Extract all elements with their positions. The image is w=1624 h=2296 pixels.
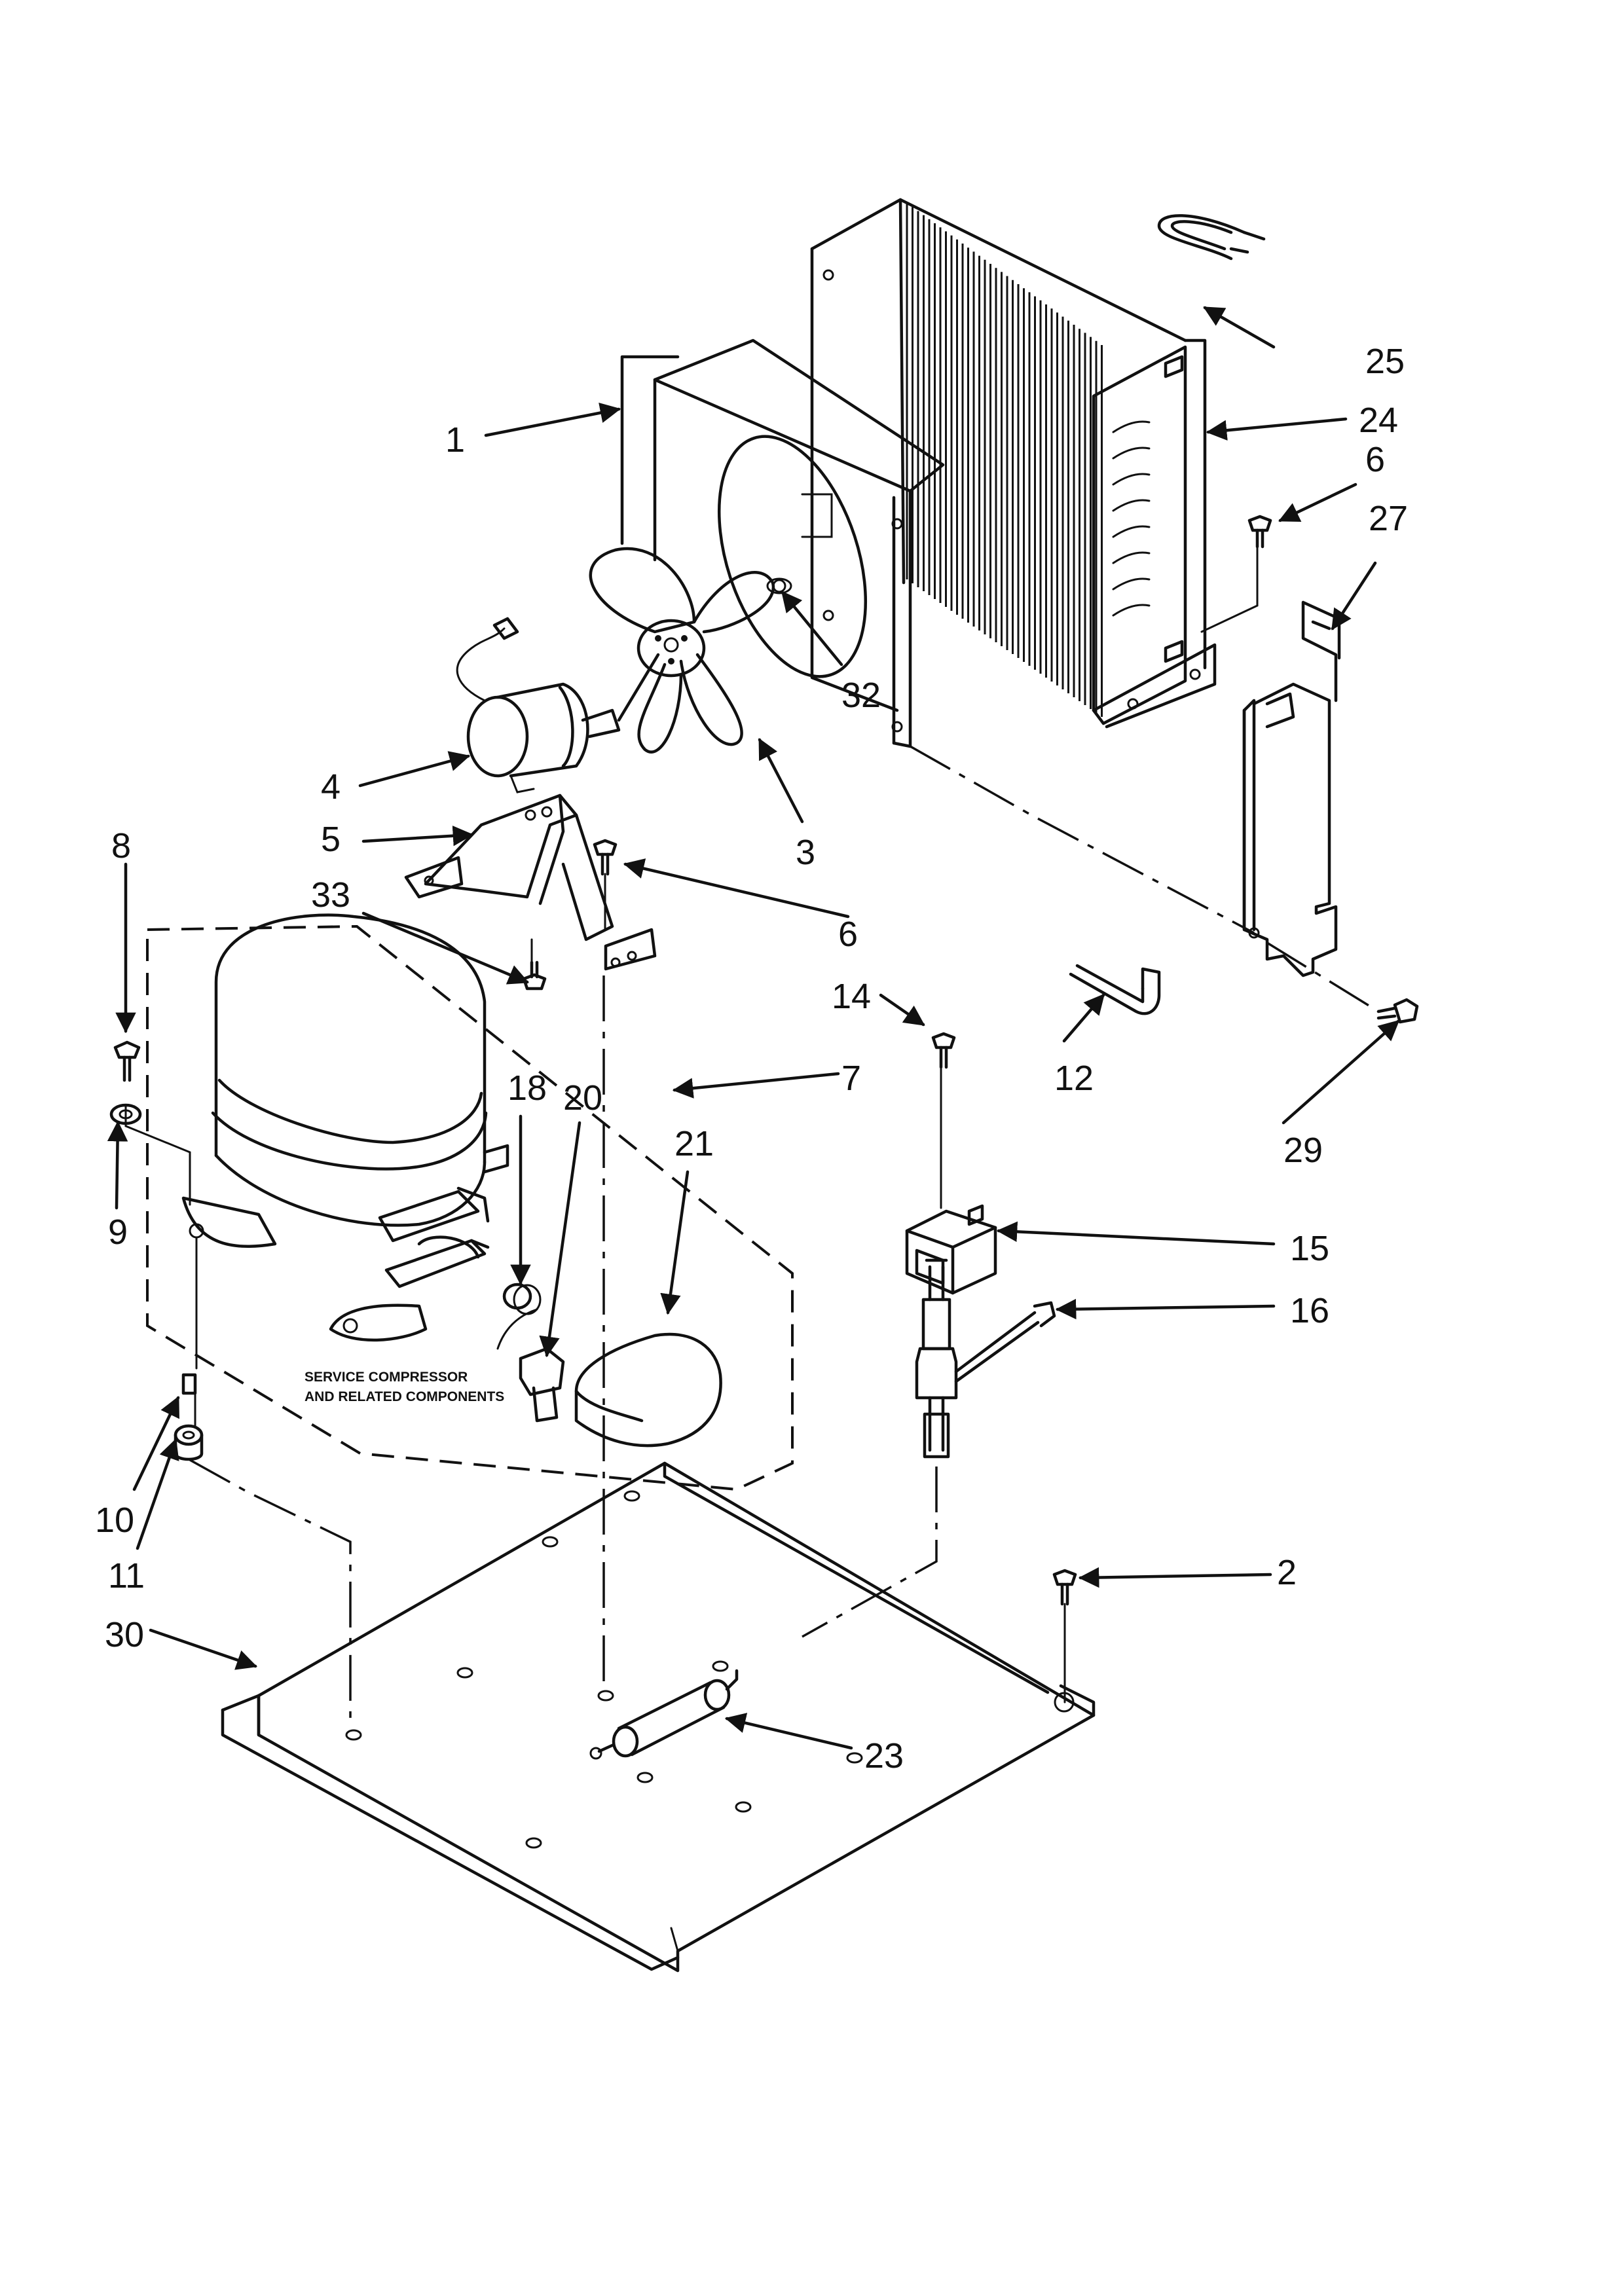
condenser-fins (906, 203, 1103, 717)
connection-lines (124, 545, 1379, 1722)
bracket-mount-screw (522, 960, 547, 991)
fan-shroud (620, 338, 945, 748)
callout-6-bracket: 6 (838, 915, 858, 954)
callout-32: 32 (841, 676, 881, 715)
base-screw (1052, 1569, 1077, 1606)
callout-23: 23 (864, 1736, 904, 1776)
callout-5: 5 (321, 820, 341, 859)
service-note-line-1: SERVICE COMPRESSOR (304, 1370, 468, 1385)
service-compressor-boundary (146, 924, 794, 1491)
callout-12: 12 (1054, 1059, 1094, 1098)
bracket-screw (593, 839, 618, 876)
callout-30: 30 (105, 1615, 144, 1654)
callout-24: 24 (1359, 401, 1398, 440)
callout-10: 10 (95, 1501, 134, 1540)
tube (1069, 964, 1161, 1015)
callout-labels: 1 2 3 4 5 6 6 7 8 9 10 11 12 14 15 16 18… (95, 342, 1408, 1776)
callout-6-condenser: 6 (1365, 440, 1385, 479)
motor-bracket (404, 793, 657, 971)
condenser (810, 198, 1217, 729)
tube-clip (1157, 214, 1266, 261)
callout-16: 16 (1290, 1291, 1329, 1330)
terminal-cover (574, 1332, 722, 1448)
fan-motor (456, 617, 660, 793)
callout-33: 33 (311, 875, 350, 915)
callout-18: 18 (507, 1068, 547, 1108)
callout-8: 8 (111, 826, 131, 866)
callout-25: 25 (1365, 342, 1405, 381)
callout-arrows (107, 306, 1400, 1750)
callout-27: 27 (1369, 499, 1408, 538)
condenser-screw (1247, 515, 1272, 549)
base-plate (221, 1461, 1096, 1973)
fan-blade (589, 547, 775, 754)
callout-29: 29 (1283, 1131, 1323, 1170)
callout-20: 20 (563, 1078, 602, 1118)
solenoid-screw (931, 1032, 956, 1069)
callout-11: 11 (108, 1556, 145, 1595)
callout-15: 15 (1290, 1229, 1329, 1268)
callout-4: 4 (321, 767, 341, 807)
compressor-foot-grommet (174, 1424, 204, 1461)
callout-1: 1 (445, 420, 465, 460)
compressor-mount-screw (113, 1040, 141, 1082)
callout-3: 3 (796, 833, 815, 872)
callout-2: 2 (1277, 1553, 1297, 1592)
compressor (181, 913, 509, 1342)
compressor-spacer (181, 1373, 197, 1395)
callout-14: 14 (832, 977, 871, 1016)
solenoid-valve (915, 1258, 1056, 1459)
baffle-screw (1376, 998, 1419, 1024)
service-note-line-2: AND RELATED COMPONENTS (304, 1389, 504, 1404)
relay (496, 1308, 565, 1423)
fan-washer (772, 579, 786, 593)
drier (589, 1669, 739, 1760)
air-baffle (1242, 600, 1341, 977)
callout-9: 9 (108, 1212, 128, 1252)
callout-21: 21 (674, 1124, 714, 1163)
solenoid-coil (905, 1204, 997, 1295)
callout-7: 7 (841, 1059, 861, 1098)
